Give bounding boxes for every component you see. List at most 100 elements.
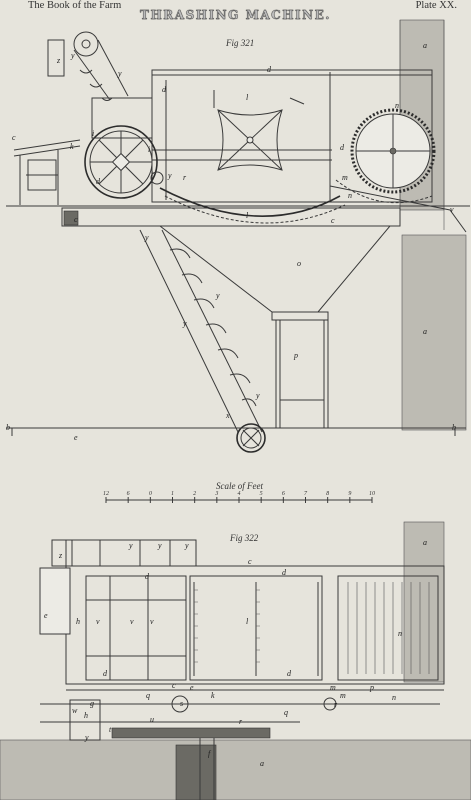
fig322-letter-label: d [103,669,108,678]
fig321-letter-label: i [148,145,150,154]
fig321-letter-label: r [183,173,187,182]
fig321-letter-label: d [96,177,101,186]
fig322-drawing [0,521,471,800]
fig321-letter-label: l [246,211,249,220]
scale-tick-label: 1 [171,491,174,497]
fig321-drawing [6,19,470,453]
fig322-letter-label: v [96,617,100,626]
fig322-letter-label: a [423,538,427,547]
fig321-letter-label: n [348,191,352,200]
fig322-letter-label: l [246,617,249,626]
fig322-letter-label: r [334,700,338,709]
fig322-letter-label: h [84,711,88,720]
fig321-letter-label: y [255,391,260,400]
fig321-letter-label: z [56,56,61,65]
fig322-letter-label: m [340,691,346,700]
fig322-letter-label: y [84,733,89,742]
scale-tick-label: 7 [304,491,308,497]
fig322-letter-label: q [146,691,150,700]
scale-tick-label: 0 [149,491,152,497]
fig321-letter-label: b [6,423,10,432]
hopper-o [158,225,392,313]
fig322-letter-label: p [369,683,374,692]
fig321-letter-label: o [297,259,301,268]
fig321-letter-label: y [167,171,172,180]
fig322-letter-label: e [44,611,48,620]
fig322-letter-label: y [128,541,133,550]
scale-tick-label: 3 [214,491,218,497]
fig322-letter-label: t [109,725,112,734]
fig322-letter-label: z [58,551,63,560]
fig321-letter-label: y [117,69,122,78]
fig321-letter-label: y [70,51,75,60]
fig321-letter-label: v [450,205,454,214]
wall-lower [401,234,467,431]
fig321-letter-label: d [162,85,167,94]
gear-wheel-r [111,727,271,739]
fig321-letter-label: x [225,411,230,420]
plate-title: THRASHING MACHINE. [140,8,331,22]
fig321-letter-label: c [74,215,78,224]
scale-tick-label: 10 [369,491,375,497]
fig321-letter-label: y [144,233,149,242]
fig322-letter-label: k [211,691,215,700]
fig321-letter-label: c [331,216,335,225]
fig322-letter-label: m [330,683,336,692]
fig321-letter-label: e [74,433,78,442]
fig321-letter-label: d [340,143,345,152]
fig322-letter-label: s [180,699,183,708]
scale-tick-label: 8 [326,491,329,497]
fig322-letter-label: d [145,572,150,581]
fig321-letter-label: a [423,327,427,336]
fig322-letter-label: v [150,617,154,626]
fig322-letter-label: e [190,683,194,692]
barn-floor [61,207,401,227]
fig322-letter-label: a [260,759,264,768]
fig322-letter-label: y [184,541,189,550]
elevator-y [139,229,266,453]
scale-tick-label: 6 [282,491,285,497]
fig322-letter-label: n [398,629,402,638]
fig322-letter-label: q [284,708,288,717]
fig321-letter-label: d [267,65,272,74]
fig321-letter-label: l [246,93,249,102]
fig322-letter-label: h [76,617,80,626]
fig321-letter-label: y [182,319,187,328]
fig322-letter-label: d [282,568,287,577]
fig322-letter-label: c [248,557,252,566]
fig322-letter-label: y [157,541,162,550]
fig321-letter-label: t [151,169,154,178]
drum-wheel [84,125,164,199]
fig321-letter-label: b [452,423,456,432]
shaker-l [213,90,305,171]
fig321-letter-label: p [293,351,298,360]
fig321-letter-label: n [395,101,399,110]
fig322-letter-label: f [208,749,212,758]
fig322-letter-label: w [72,706,78,715]
scale-label: Scale of Feet [216,481,263,491]
riddle-curve [159,187,341,217]
fig321-letter-label: m [342,173,348,182]
fig321-caption: Fig 321 [226,38,255,48]
fig322-caption: Fig 322 [230,533,259,543]
book-title: The Book of the Farm [28,0,122,11]
scale-tick-label: 2 [193,491,196,497]
scale-tick-label: 6 [127,491,130,497]
fig321-letter-label: k [70,142,74,151]
fig322-letter-label: g [90,699,94,708]
fig322-letter-label: c [172,681,176,690]
plate-number: Plate XX. [415,0,457,11]
fig322-letter-label: n [392,693,396,702]
fig321-letter-label: c [12,133,16,142]
fig321-letter-label: i [92,129,94,138]
fig322-letter-label: u [150,715,154,724]
fig322-letter-label: d [287,669,292,678]
scale-tick-label: 5 [260,491,263,497]
fig322-letter-label: r [239,717,243,726]
scale-tick-label: 9 [348,491,351,497]
fig321-letter-label: a [423,41,427,50]
scale-tick-label: 12 [103,491,109,497]
fig322-letter-label: v [130,617,134,626]
